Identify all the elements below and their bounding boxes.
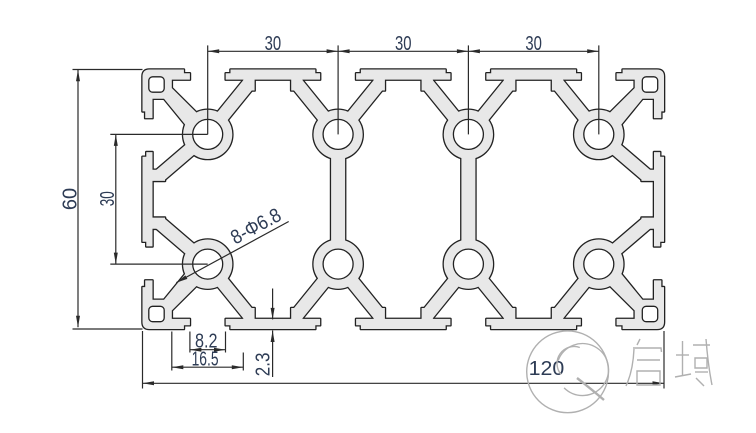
svg-text:30: 30 xyxy=(395,33,412,55)
svg-text:8.2: 8.2 xyxy=(195,331,218,353)
svg-text:60: 60 xyxy=(60,188,82,210)
svg-text:30: 30 xyxy=(97,191,119,206)
svg-text:2.3: 2.3 xyxy=(252,353,274,377)
svg-text:30: 30 xyxy=(265,33,282,55)
svg-text:120: 120 xyxy=(529,358,565,380)
svg-text:16.5: 16.5 xyxy=(192,348,219,370)
svg-text:30: 30 xyxy=(525,33,542,55)
